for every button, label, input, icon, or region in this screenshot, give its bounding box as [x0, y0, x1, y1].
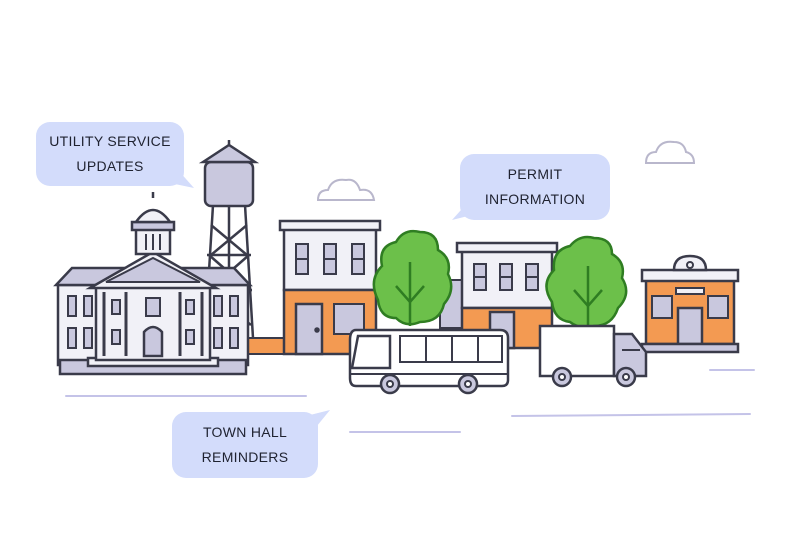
- speech-bubble-permit: PERMIT INFORMATION: [460, 154, 610, 220]
- truck-icon: [538, 324, 648, 388]
- bubble-line: REMINDERS: [201, 449, 289, 465]
- bus-icon: [348, 328, 510, 395]
- bubble-line: INFORMATION: [484, 191, 586, 207]
- orange-wall: [247, 337, 289, 355]
- speech-bubble-utility: UTILITY SERVICE UPDATES: [36, 122, 184, 186]
- bubble-line: UPDATES: [76, 158, 144, 174]
- shop-building: [278, 219, 382, 356]
- tree-icon: [372, 229, 453, 326]
- bubble-line: TOWN HALL: [202, 424, 288, 440]
- post-office-building: [640, 254, 740, 354]
- cloud-icon: [644, 140, 696, 164]
- tree-icon: [545, 235, 628, 329]
- speech-bubble-townhall: TOWN HALL REMINDERS: [172, 412, 318, 478]
- bubble-line: PERMIT: [507, 166, 563, 182]
- road-lines: [65, 369, 755, 433]
- cloud-icon: [316, 178, 376, 201]
- bubble-line: UTILITY SERVICE: [49, 133, 171, 149]
- town-hall-building: [53, 192, 253, 376]
